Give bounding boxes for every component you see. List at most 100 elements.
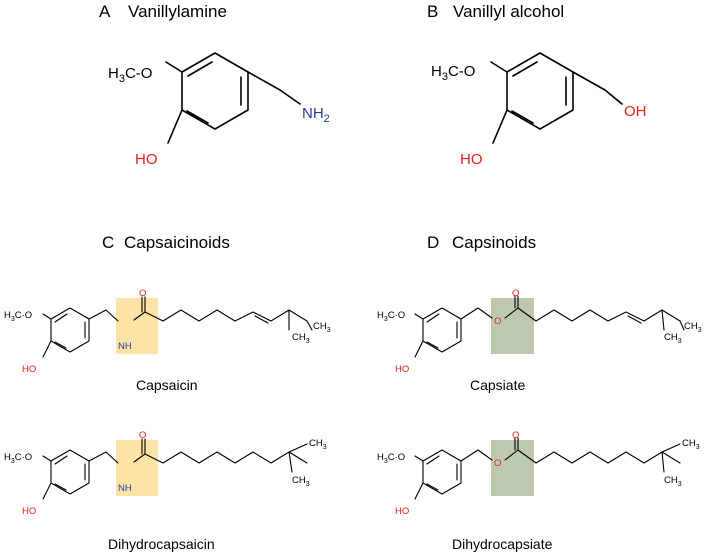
side-chain xyxy=(88,309,119,322)
benzene-ring xyxy=(422,307,462,353)
panel-d-title: Capsinoids xyxy=(452,233,537,252)
side-chain xyxy=(460,449,493,462)
methoxy-label: H3C-O xyxy=(108,65,152,85)
carbonyl-oxygen-label: O xyxy=(139,430,146,441)
ring-double-bond xyxy=(426,341,439,349)
methoxy-label: H3C·O xyxy=(4,452,32,465)
hydroxyl-label: HO xyxy=(22,506,36,517)
amide-label: NH xyxy=(118,483,132,494)
alcohol-label: OH xyxy=(624,103,647,120)
panel-a-letter: A xyxy=(99,2,111,21)
side-chain xyxy=(88,451,119,464)
panel-c-letter: C xyxy=(102,233,115,252)
methyl-bond xyxy=(306,320,313,331)
methyl-label: CH3 xyxy=(664,332,682,345)
methyl-bond xyxy=(679,320,685,331)
hydroxyl-label: HO xyxy=(135,151,158,168)
ester-oxygen-label: O xyxy=(494,316,501,327)
ring-double-bond xyxy=(54,483,67,491)
caption-capsaicin: Capsaicin xyxy=(136,377,198,393)
bond-ring-oh xyxy=(492,109,508,144)
methyl-label: CH3 xyxy=(309,438,327,451)
bond-ch2-oh xyxy=(604,89,623,105)
bond-ring-ch2 xyxy=(572,71,606,91)
ring-double-bond xyxy=(511,110,534,124)
ring-double-bond xyxy=(54,455,68,465)
side-chain xyxy=(460,307,493,320)
benzene-ring xyxy=(50,449,90,495)
bond-ring-oh xyxy=(414,340,424,358)
methyl-bond xyxy=(661,443,681,453)
ring-double-bond xyxy=(54,313,68,323)
methyl-bond xyxy=(288,443,308,453)
panel-b-letter: B xyxy=(427,2,439,21)
methyl-label: CH3 xyxy=(292,475,310,488)
methyl-label: CH3 xyxy=(313,321,331,334)
methoxy-label: H3C·O xyxy=(4,310,32,323)
methoxy-label: H3C·O xyxy=(377,310,405,323)
amide-highlight xyxy=(116,298,158,354)
ring-double-bond xyxy=(54,341,67,349)
methyl-bond xyxy=(661,451,665,473)
benzene-ring xyxy=(50,307,90,353)
bond-ring-o xyxy=(42,313,52,320)
alkene-double-bond xyxy=(254,315,269,324)
bond-ch2-n xyxy=(279,89,301,105)
caption-dihydrocapsiate: Dihydrocapsiate xyxy=(452,536,553,552)
side-chain xyxy=(504,307,681,322)
ring-double-bond xyxy=(426,483,439,491)
hydroxyl-label: HO xyxy=(22,364,36,375)
ester-highlight xyxy=(491,298,534,354)
ester-oxygen-label: O xyxy=(494,458,501,469)
panel-d-letter: D xyxy=(427,233,440,252)
carbonyl-oxygen-label: O xyxy=(512,288,519,299)
bond-ring-o xyxy=(414,313,424,320)
benzene-ring xyxy=(181,52,249,130)
ester-highlight xyxy=(491,440,534,496)
ring-double-bond xyxy=(426,313,440,323)
vanillyl-alcohol-structure: H3C-O HO OH xyxy=(431,52,647,168)
bond-ring-o xyxy=(165,61,183,73)
dihydrocapsiate-structure: H3C·O HO O O CH3 CH3 xyxy=(377,430,700,517)
side-chain xyxy=(504,449,681,464)
side-chain xyxy=(133,451,308,464)
bond-ring-oh xyxy=(167,109,183,144)
side-chain xyxy=(133,309,308,322)
bond-ring-oh xyxy=(42,340,52,358)
methyl-bond xyxy=(288,451,293,473)
vanillylamine-structure: H3C-O HO NH2 xyxy=(108,52,330,168)
ring-double-bond xyxy=(186,110,209,124)
bond-ring-o xyxy=(414,455,424,462)
ring-double-bond xyxy=(187,61,213,77)
hydroxyl-label: HO xyxy=(395,364,409,375)
benzene-ring xyxy=(422,449,462,495)
caption-dihydrocapsaicin: Dihydrocapsaicin xyxy=(108,536,215,552)
ring-double-bond xyxy=(426,455,440,465)
hydroxyl-label: HO xyxy=(460,151,483,168)
methoxy-label: H3C-O xyxy=(431,63,475,83)
panel-c-title: Capsaicinoids xyxy=(124,233,230,252)
panel-b-title: Vanillyl alcohol xyxy=(453,2,565,21)
amide-highlight xyxy=(116,440,158,496)
panel-a-title: Vanillylamine xyxy=(128,2,227,21)
carbonyl-oxygen-label: O xyxy=(512,430,519,441)
amide-label: NH xyxy=(118,341,132,352)
bond-ring-o xyxy=(490,61,508,73)
capsaicin-structure: H3C·O HO NH O CH3 CH3 xyxy=(4,288,331,375)
bond-ring-o xyxy=(42,455,52,462)
methyl-label: CH3 xyxy=(682,438,700,451)
methyl-label: CH3 xyxy=(684,321,702,334)
bond-ring-oh xyxy=(42,482,52,500)
amine-label: NH2 xyxy=(302,105,330,125)
hydroxyl-label: HO xyxy=(395,506,409,517)
ring-double-bond xyxy=(512,61,538,77)
benzene-ring xyxy=(506,52,574,130)
methyl-bond xyxy=(661,309,665,331)
bond-ring-oh xyxy=(414,482,424,500)
capsiate-structure: H3C·O HO O O CH3 CH3 xyxy=(377,288,702,375)
caption-capsiate: Capsiate xyxy=(470,377,526,393)
methyl-label: CH3 xyxy=(292,332,310,345)
bond-ring-ch2 xyxy=(247,71,281,91)
